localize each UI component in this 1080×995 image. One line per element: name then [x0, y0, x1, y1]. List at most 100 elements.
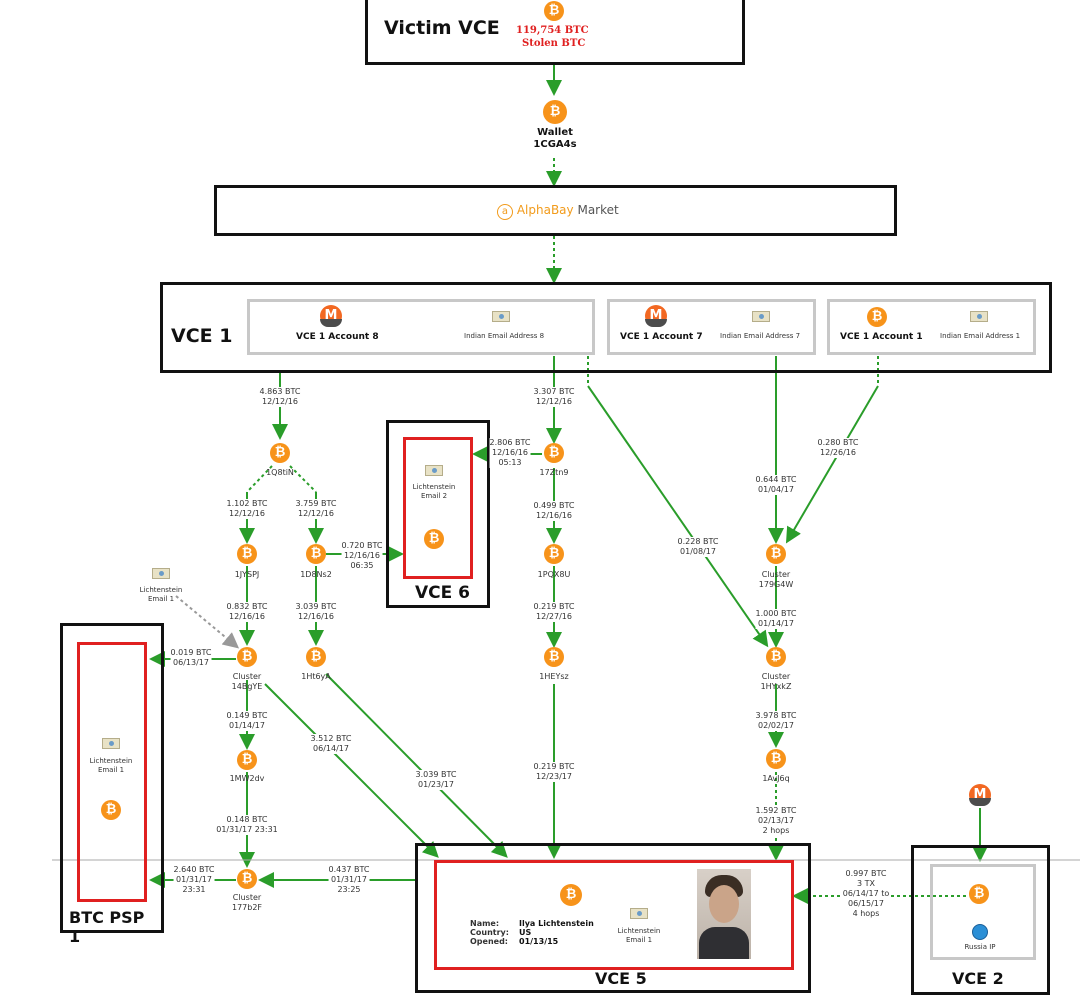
edge-e19: [587, 385, 769, 648]
edge-amount: 1.592 BTC: [755, 806, 797, 815]
edge-date: 02/02/17: [758, 721, 794, 730]
edge-e13: [325, 673, 508, 858]
edge-amount: 3.307 BTC: [533, 387, 575, 396]
wallet-bitcoin-icon: ₿: [543, 100, 567, 124]
vce2-title: VCE 2: [952, 969, 1004, 988]
edge-tx-count: 3 TX: [856, 879, 875, 888]
edge-date: 01/23/17: [418, 780, 454, 789]
edge-amount: 3.759 BTC: [295, 499, 337, 508]
edge-amount: 0.437 BTC: [328, 865, 370, 874]
edge-date: 06/14/17: [313, 744, 349, 753]
node-17ztn9: 17Ztn9: [539, 468, 569, 477]
suspect-photo: [697, 869, 751, 959]
monero-icon: M: [645, 305, 667, 327]
edge-date: 12/16/16: [298, 612, 334, 621]
bitcoin-icon: ₿: [867, 307, 887, 327]
wallet-id: 1CGA4s: [533, 139, 577, 150]
node-1jyspj: 1JYSPJ: [234, 570, 260, 579]
alphabay-market-box: a AlphaBay Market: [214, 185, 897, 236]
node-cluster1hyxkz-b: 1HYxkZ: [760, 682, 792, 691]
psp-email-line2: Email 1: [97, 766, 125, 774]
email-icon: [970, 311, 988, 322]
vce5-value-country: US: [519, 928, 532, 937]
edge-hops: 2 hops: [762, 826, 790, 835]
edge-amount: 0.219 BTC: [533, 602, 575, 611]
node-1pqx8u: 1PQX8U: [537, 570, 571, 579]
edge-email-cluster: [175, 595, 240, 649]
bitcoin-icon: ₿: [544, 443, 564, 463]
vce1-account8-group: [247, 299, 595, 355]
vce1-title: VCE 1: [171, 325, 233, 347]
edge-time: 23:31: [182, 885, 206, 894]
vce5-key-name: Name:: [470, 919, 500, 928]
vce1-account7-label: VCE 1 Account 7: [620, 332, 703, 342]
email-icon: [425, 465, 443, 476]
psp-red-box: [77, 642, 147, 902]
vce1-email1-label: Indian Email Address 1: [940, 332, 1021, 340]
edge-1q8-right: [289, 465, 317, 493]
bitcoin-icon: ₿: [237, 544, 257, 564]
edge-date: 12/12/16: [229, 509, 265, 518]
edge-date: 12/27/16: [536, 612, 572, 621]
edge-date: 12/16/16: [492, 448, 528, 457]
node-1heysz: 1HEYsz: [539, 672, 569, 681]
vce5-key-country: Country:: [470, 928, 509, 937]
email-icon: [152, 568, 170, 579]
edge-amount: 0.228 BTC: [677, 537, 719, 546]
bitcoin-icon: ₿: [969, 884, 989, 904]
alphabay-name: AlphaBay: [516, 203, 574, 217]
vce6-title: VCE 6: [415, 583, 470, 603]
edge-amount: 0.280 BTC: [817, 438, 859, 447]
edge-date: 01/08/17: [680, 547, 716, 556]
edge-amount: 3.512 BTC: [310, 734, 352, 743]
bitcoin-icon: ₿: [424, 529, 444, 549]
node-cluster177b2f-a: Cluster: [232, 893, 262, 902]
node-1avj6q: 1AvJ6q: [762, 774, 790, 783]
alphabay-a-icon: a: [497, 204, 513, 220]
vce6-red-box: [403, 437, 473, 579]
vce5-email-line1: Lichtenstein: [617, 927, 661, 935]
bitcoin-icon: ₿: [237, 647, 257, 667]
bitcoin-icon: ₿: [766, 544, 786, 564]
edge-amount: 4.863 BTC: [259, 387, 301, 396]
vce1-account8-label: VCE 1 Account 8: [296, 332, 379, 342]
edge-date: 12/16/16: [229, 612, 265, 621]
edge-date: 01/14/17: [229, 721, 265, 730]
bitcoin-icon: ₿: [560, 884, 582, 906]
psp-title: BTC PSP 1: [69, 908, 145, 946]
edge-date: 01/31/17: [176, 875, 212, 884]
node-cluster1hyxkz-a: Cluster: [761, 672, 791, 681]
edge-date: 06/13/17: [173, 658, 209, 667]
bitcoin-icon: ₿: [306, 647, 326, 667]
vce5-email-line2: Email 1: [625, 936, 653, 944]
bitcoin-icon: ₿: [766, 647, 786, 667]
wallet-label: Wallet: [537, 127, 573, 138]
email-icon: [102, 738, 120, 749]
edge-date: 12/16/16: [536, 511, 572, 520]
float-email-line1: Lichtenstein: [139, 586, 183, 594]
edge-amount: 2.640 BTC: [173, 865, 215, 874]
bitcoin-icon: ₿: [237, 750, 257, 770]
vce6-email-line2: Email 2: [420, 492, 448, 500]
edge-date: 01/31/17 23:31: [216, 825, 278, 834]
email-icon: [752, 311, 770, 322]
vce5-key-opened: Opened:: [470, 937, 508, 946]
edge-e21: [785, 385, 879, 544]
node-1ht6ya: 1Ht6yA: [301, 672, 331, 681]
alphabay-logo: a AlphaBay Market: [497, 203, 619, 220]
edge-date: 12/16/16: [344, 551, 380, 560]
bitcoin-icon: ₿: [270, 443, 290, 463]
edge-amount: 0.019 BTC: [170, 648, 212, 657]
victim-vce-box: Victim VCE ₿ 119,754 BTC Stolen BTC: [365, 0, 745, 65]
